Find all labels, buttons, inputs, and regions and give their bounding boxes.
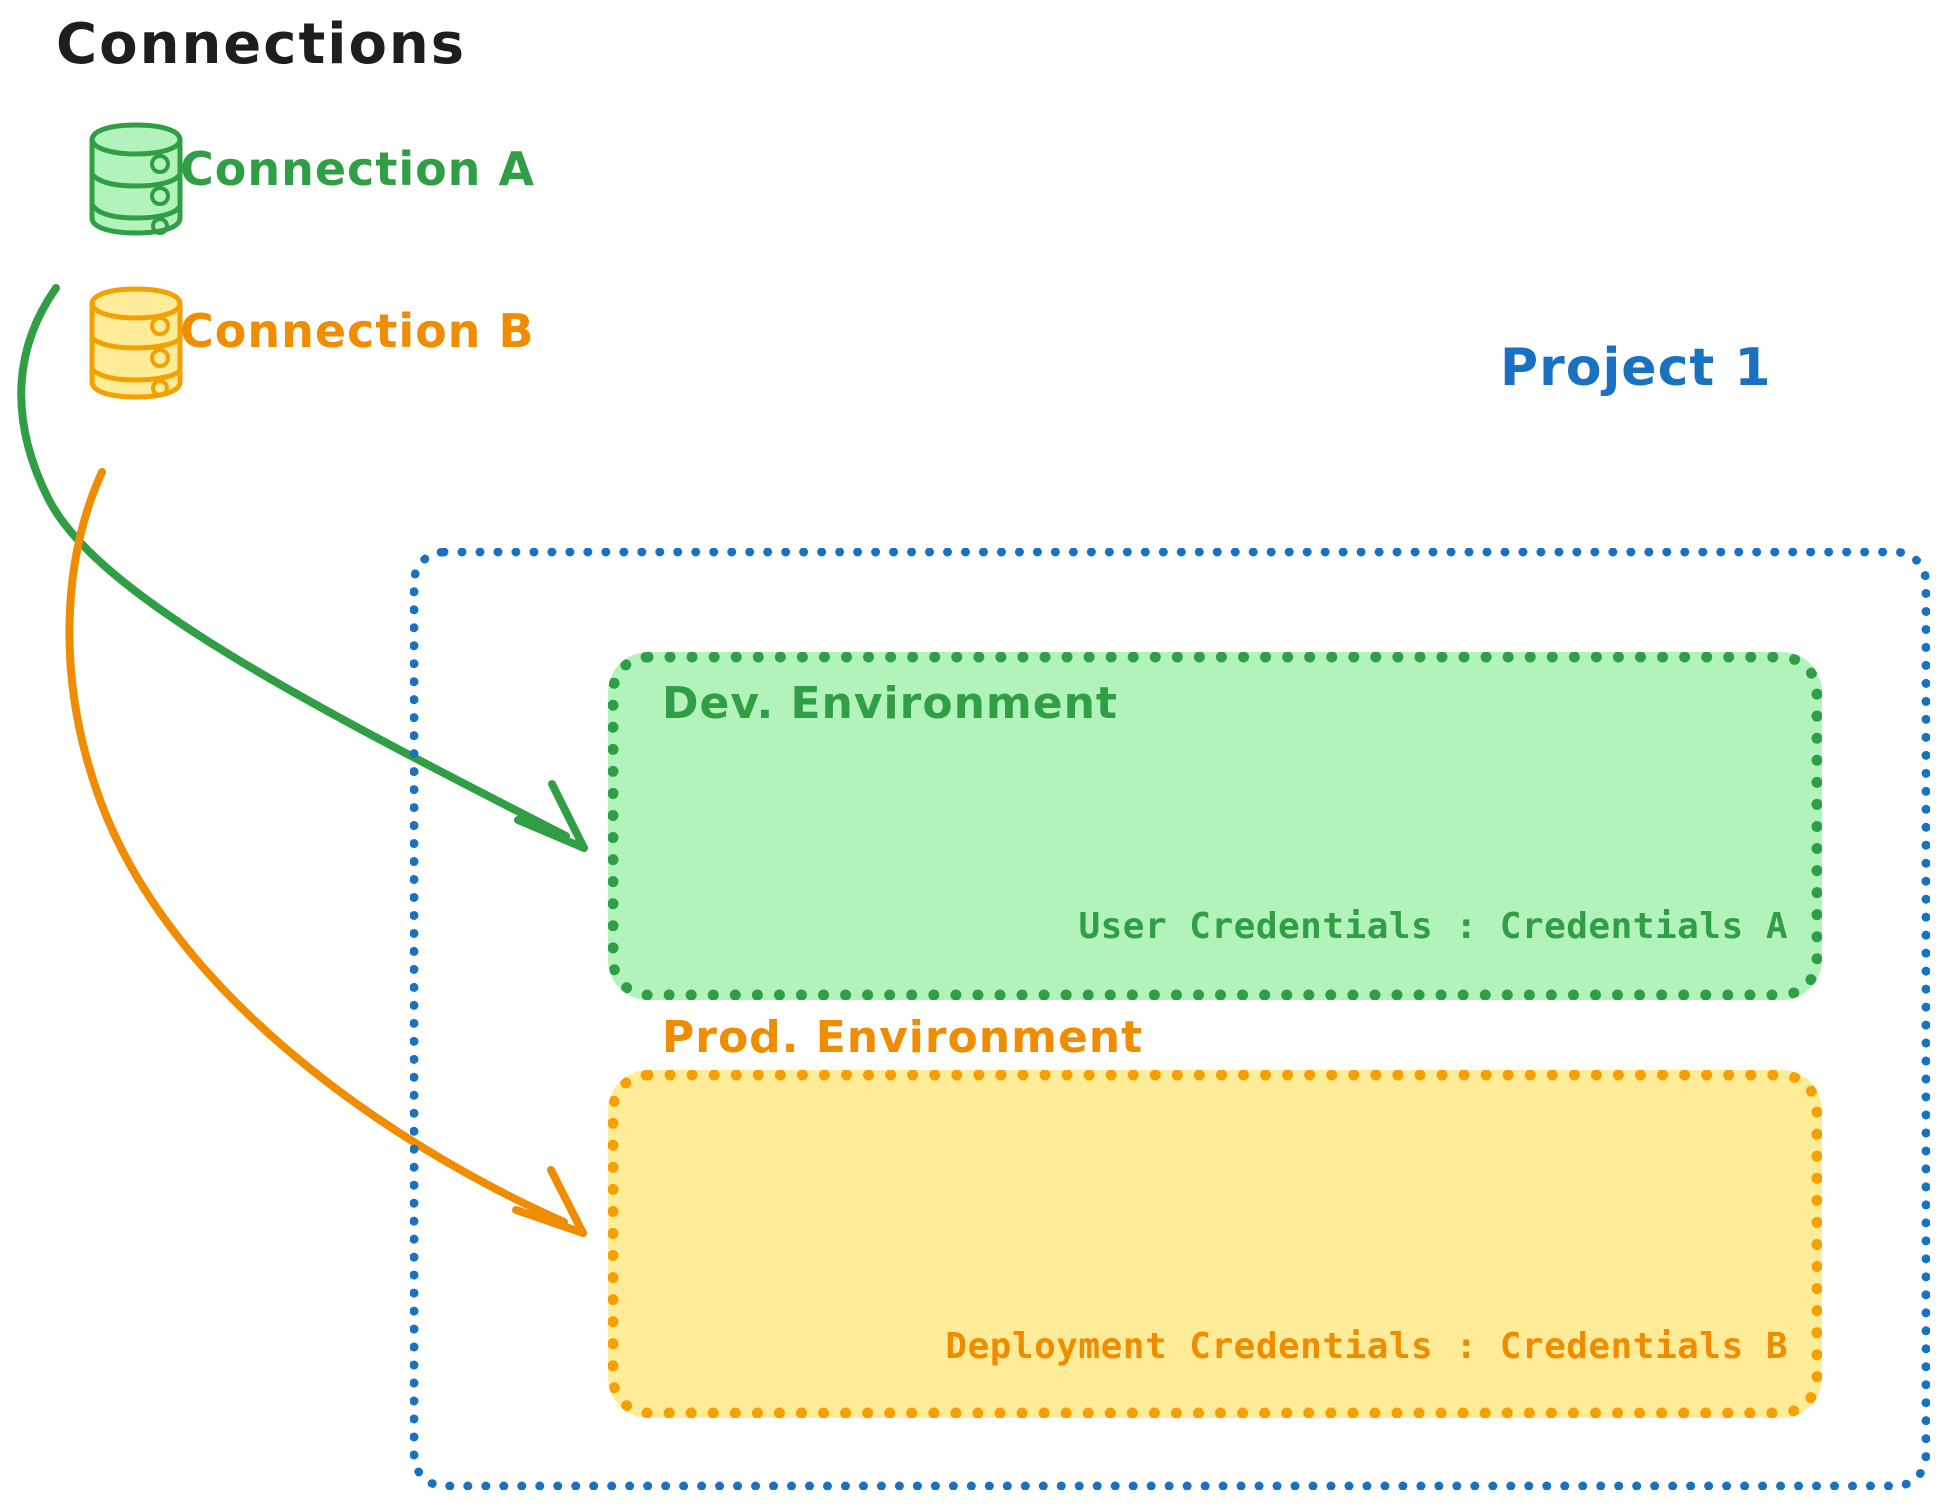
- database-icon[interactable]: [78, 282, 198, 402]
- dev-environment-box[interactable]: [608, 652, 1822, 1000]
- connection-a-label: Connection A: [180, 142, 536, 196]
- dev-environment-credentials: User Credentials : Credentials A: [1078, 906, 1788, 947]
- connections-heading: Connections: [56, 12, 467, 77]
- database-icon[interactable]: [78, 118, 198, 238]
- arrow-connection-b-to-prod: [65, 468, 587, 1237]
- dev-environment-title: Dev. Environment: [662, 678, 1118, 729]
- project-title: Project 1: [1500, 338, 1772, 398]
- connection-b-label: Connection B: [180, 304, 535, 358]
- prod-environment-box[interactable]: [608, 1070, 1822, 1418]
- prod-environment-credentials: Deployment Credentials : Credentials B: [945, 1326, 1788, 1367]
- prod-environment-title: Prod. Environment: [662, 1012, 1144, 1063]
- project-container: [410, 548, 1930, 1490]
